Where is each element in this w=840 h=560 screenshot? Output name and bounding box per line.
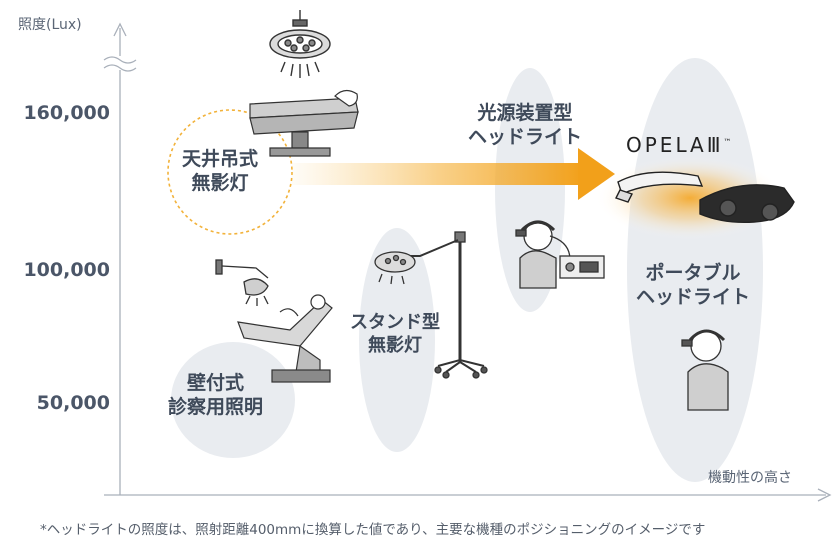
label-stand-light: スタンド型 無影灯 [350,312,440,356]
headlight-wearer-icon [515,220,571,289]
product-logo: OPELAⅢ™ [626,133,732,157]
label-wall-light: 壁付式 診察用照明 [168,372,264,418]
blob-stand [359,228,435,452]
headlight-product-icon [615,171,795,224]
blob-source-headlight [495,68,565,312]
stand-surgical-light-icon [374,231,488,379]
product-logo-mark: ™ [723,137,732,147]
light-source-unit-icon [559,255,605,279]
x-axis-arrowhead [817,488,832,502]
wall-exam-light-icon [215,259,269,306]
x-axis-title: 機動性の高さ [708,470,792,486]
portable-headlight-wearer-icon [681,329,729,411]
label-source-headlight: 光源装置型 ヘッドライト [468,102,583,148]
y-tick-160000: 160,000 [23,102,110,124]
blob-wall [171,342,295,458]
arrow-shaft [292,163,582,185]
operating-table-icon [249,89,359,157]
label-portable-headlight: ポータブル ヘッドライト [636,262,751,308]
footnote: *ヘッドライトの照度は、照射距離400mmに換算した値であり、主要な機種のポジシ… [40,522,706,538]
product-logo-text: OPELAⅢ [626,133,724,157]
dental-chair-icon [237,294,333,383]
y-tick-100000: 100,000 [23,259,110,281]
ceiling-surgical-light-icon [269,10,331,78]
axis-break [103,56,137,72]
arrow-head [578,148,615,200]
y-axis-title: 照度(Lux) [18,17,82,33]
y-axis-arrowhead [113,22,127,37]
label-ceiling-light: 天井吊式 無影灯 [182,148,259,194]
y-tick-50000: 50,000 [36,392,110,414]
